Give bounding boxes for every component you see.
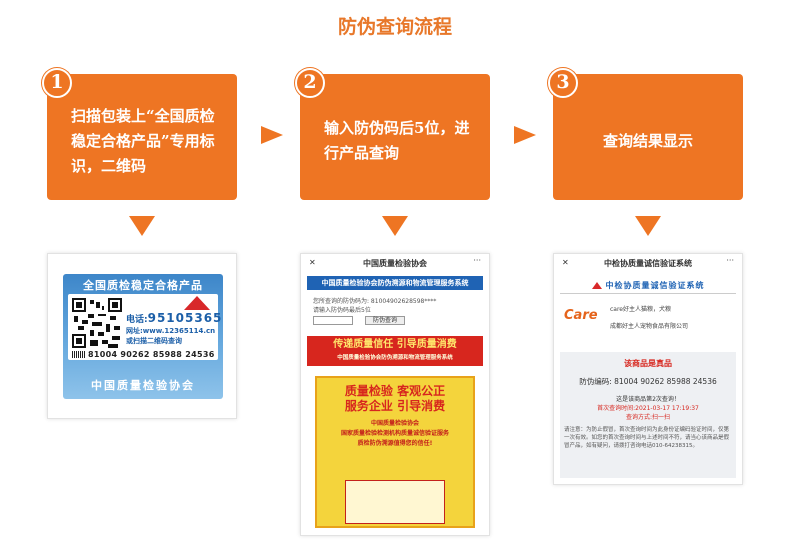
page-title: 防伪查询流程 <box>337 16 452 38</box>
result-note: 请注意：为防止假冒，首次查询时间为此身份证编码验证时间，仅第一次有效。如您的首次… <box>564 427 730 449</box>
phone-header-title: 中检协质量诚信验证系统 <box>604 259 692 268</box>
result-query-count: 这是该商品第2次查询！ <box>616 396 680 403</box>
step-2-box: 输入防伪码后5位，进行产品查询 <box>300 74 490 200</box>
query-button[interactable]: 防伪查询 <box>365 316 405 325</box>
down-arrow-icon <box>635 216 661 236</box>
step-3-text: 查询结果显示 <box>602 131 693 150</box>
anti-counterfeit-label: 全国质检稳定合格产品 电话:95105365 网址:www.123651 <box>63 274 223 399</box>
promo-poster: 质量检验 客观公正 服务企业 引导消费 中国质量检验协会 国家质量检验检测机构质… <box>315 376 475 528</box>
phone-header: ✕ 中检协质量诚信验证系统 ··· <box>560 256 736 272</box>
care-logo: Care <box>564 308 598 323</box>
poster-text-1: 中国质量检验协会 <box>370 420 419 427</box>
result-heading: 该商品是真品 <box>624 359 672 368</box>
phone-header: ✕ 中国质量检验协会 ··· <box>307 256 483 272</box>
label-scan-hint: 或扫描二维码查询 <box>126 337 182 345</box>
result-first-time: 首次查询时间:2021-03-17 17:19:37 <box>597 405 699 412</box>
down-arrow-icon <box>129 216 155 236</box>
label-phone: 电话:95105365 <box>126 311 223 325</box>
right-arrow-icon <box>261 126 283 144</box>
company-name: 成都好主人宠物食品有限公司 <box>610 323 689 330</box>
product-name: care好主人猫粮，犬粮 <box>610 306 672 313</box>
qr-code-icon <box>72 298 122 348</box>
down-arrow-icon <box>382 216 408 236</box>
label-code: 81004 90262 85988 24536 <box>72 350 215 359</box>
poster-headline-2: 服务企业 引导消费 <box>344 399 446 413</box>
result-panel: 该商品是真品 防伪编码: 81004 90262 85988 24536 这是该… <box>560 352 736 478</box>
system-title-bar: 中检协质量诚信验证系统 <box>560 278 736 294</box>
phone-header-title: 中国质量检验协会 <box>363 259 427 268</box>
step-3-box: 查询结果显示 <box>553 74 743 200</box>
close-icon[interactable]: ✕ <box>309 258 316 267</box>
label-top-text: 全国质检稳定合格产品 <box>83 279 203 292</box>
step-1-number-badge: 1 <box>42 68 72 98</box>
result-code: 防伪编码: 81004 90262 85988 24536 <box>579 377 717 386</box>
step-2-number-badge: 2 <box>295 68 325 98</box>
poster-text-2: 国家质量检验检测机构质量诚信验证服务 <box>340 430 449 437</box>
slogan-banner: 传递质量信任 引导质量消费 中国质量检验协会防伪溯源和物流管理服务系统 <box>307 336 483 366</box>
slogan-subtext: 中国质量检验协会防伪溯源和物流管理服务系统 <box>337 355 453 361</box>
query-code-line: 您所查询的防伪码为: 81004902628598**** <box>313 298 437 305</box>
query-hint-line: 请输入防伪码最后5位 <box>313 307 371 314</box>
system-bar: 中国质量检验协会防伪溯源和物流管理服务系统 <box>307 276 483 290</box>
association-seal-icon <box>184 296 210 310</box>
label-image-card: 全国质检稳定合格产品 电话:95105365 网址:www.123651 <box>47 253 237 419</box>
barcode-icon <box>72 351 86 358</box>
close-icon[interactable]: ✕ <box>562 258 569 267</box>
label-bottom-text: 中国质量检验协会 <box>91 379 195 392</box>
more-icon[interactable]: ··· <box>473 256 481 265</box>
slogan-text: 传递质量信任 引导质量消费 <box>333 339 457 350</box>
poster-text-3: 质检防伪溯源值得您的信任! <box>357 440 433 447</box>
poster-headline-1: 质量检验 客观公正 <box>344 384 446 398</box>
result-page-screenshot: ✕ 中检协质量诚信验证系统 ··· 中检协质量诚信验证系统 Care care好… <box>553 253 743 485</box>
step-1-box: 扫描包装上“全国质检稳定合格产品”专用标识，二维码 <box>47 74 237 200</box>
result-query-method: 查询方式:扫一扫 <box>625 414 671 421</box>
logo-icon <box>591 282 602 289</box>
label-info-panel: 电话:95105365 网址:www.12365114.cn 或扫描二维码查询 … <box>68 294 221 360</box>
query-page-screenshot: ✕ 中国质量检验协会 ··· 中国质量检验协会防伪溯源和物流管理服务系统 您所查… <box>300 253 490 536</box>
more-icon[interactable]: ··· <box>726 256 734 265</box>
code-input[interactable] <box>313 316 353 325</box>
right-arrow-icon <box>514 126 536 144</box>
step-3-number-badge: 3 <box>548 68 578 98</box>
certificate-image <box>345 480 445 524</box>
step-1-text: 扫描包装上“全国质检稳定合格产品”专用标识，二维码 <box>71 106 215 175</box>
label-website: 网址:www.12365114.cn <box>126 327 216 335</box>
step-2-text: 输入防伪码后5位，进行产品查询 <box>324 119 470 162</box>
